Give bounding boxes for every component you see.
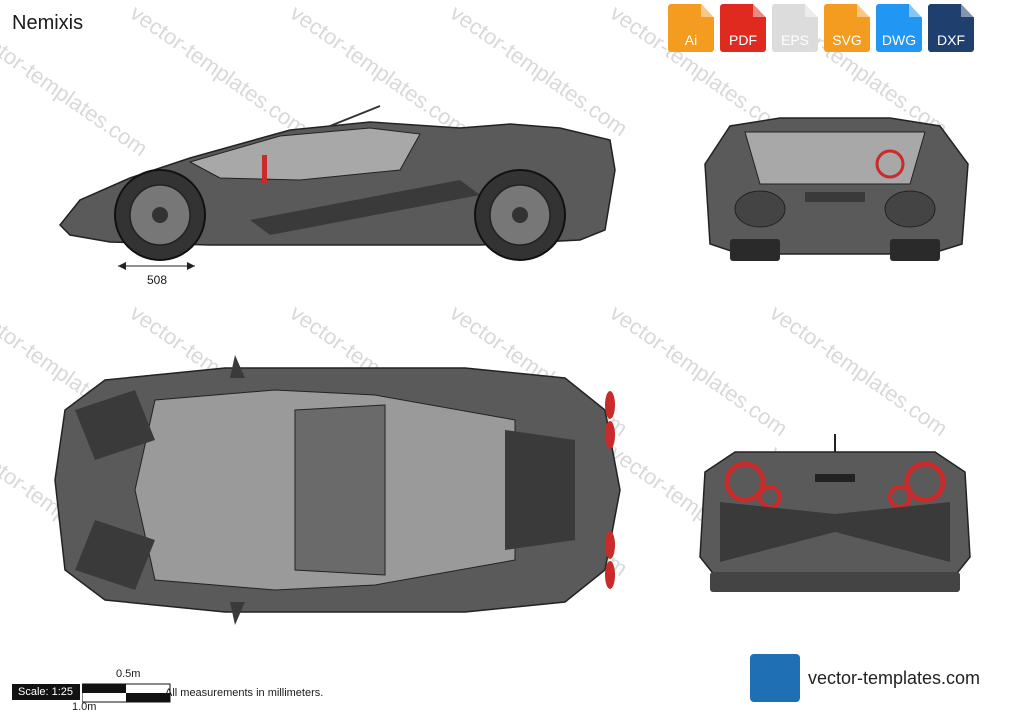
watermark: vector-templates.com: [765, 300, 953, 442]
side-view-drawing: [58, 105, 616, 270]
scale-full-label: 1.0m: [72, 701, 97, 713]
format-dxf-button[interactable]: DXF: [928, 4, 974, 52]
format-dwg-button[interactable]: DWG: [876, 4, 922, 52]
file-icon: [772, 4, 818, 52]
format-list: Ai PDF EPS SVG DWG DXF: [668, 4, 974, 52]
format-label: EPS: [780, 32, 809, 48]
format-ai-button[interactable]: Ai: [668, 4, 714, 52]
format-label: SVG: [832, 32, 862, 48]
scale-half-label: 0.5m: [116, 668, 141, 680]
scale-ruler: [82, 683, 171, 703]
page-title: Nemixis: [12, 12, 84, 34]
format-label: Ai: [684, 32, 698, 48]
format-eps-button[interactable]: EPS: [772, 4, 818, 52]
brand-text: vector-templates.com: [808, 667, 981, 688]
brand[interactable]: vector-templates.com: [750, 654, 980, 702]
file-icon: [720, 4, 766, 52]
format-svg-button[interactable]: SVG: [824, 4, 870, 52]
file-icon: [824, 4, 870, 52]
file-icon: [668, 4, 714, 52]
format-pdf-button[interactable]: PDF: [720, 4, 766, 52]
vt-logo-icon: [750, 654, 800, 702]
format-label: DXF: [937, 32, 965, 48]
dimension-label: 508: [147, 273, 168, 287]
top-view-drawing: [54, 355, 621, 625]
scale-label: Scale: 1:25: [12, 684, 80, 700]
measurement-note: All measurements in millimeters.: [165, 687, 324, 699]
front-view-drawing: [704, 117, 969, 261]
file-icon: [876, 4, 922, 52]
file-icon: [928, 4, 974, 52]
format-label: DWG: [881, 32, 917, 48]
format-label: PDF: [729, 32, 757, 48]
rear-view-drawing: [699, 434, 971, 592]
